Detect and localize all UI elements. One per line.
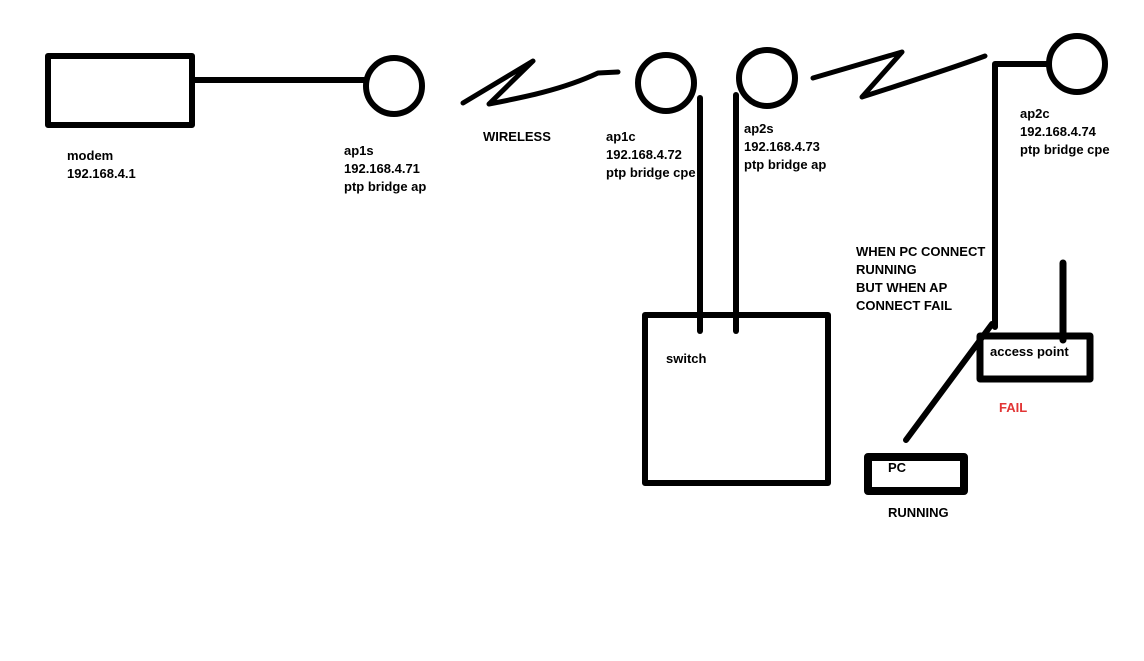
wireless-link-1-squiggle [460, 58, 621, 107]
ap2c-name: ap2c [1020, 106, 1050, 121]
pc-box [864, 453, 968, 495]
modem-name: modem [67, 148, 114, 163]
wireless-link-2-squiggle [810, 49, 988, 100]
ap1s-name: ap1s [344, 143, 374, 158]
note-line-1: WHEN PC CONNECT [856, 244, 986, 259]
access-point-status: FAIL [999, 400, 1028, 415]
ap2s-mode: ptp bridge ap [744, 157, 827, 172]
modem-ip: 192.168.4.1 [67, 166, 136, 181]
modem-box [45, 53, 195, 128]
ap1c-node-circle [635, 52, 697, 114]
access-point-label: access point [990, 344, 1069, 359]
ap1c-label: ap1c 192.168.4.72 ptp bridge cpe [606, 128, 696, 182]
ap2c-label: ap2c 192.168.4.74 ptp bridge cpe [1020, 105, 1110, 159]
access-point-box [976, 332, 1094, 383]
ap1s-ip: 192.168.4.71 [344, 161, 420, 176]
ap1s-node-circle [363, 55, 425, 117]
switch-box [642, 312, 831, 486]
ap2s-ip: 192.168.4.73 [744, 139, 820, 154]
ap2c-mode: ptp bridge cpe [1020, 142, 1110, 157]
wireless-label: WIRELESS [483, 129, 551, 144]
modem-label: modem 192.168.4.1 [67, 147, 136, 183]
ap1s-mode: ptp bridge ap [344, 179, 427, 194]
ap2c-ip: 192.168.4.74 [1020, 124, 1096, 139]
ap1c-name: ap1c [606, 129, 636, 144]
pc-label: PC [888, 460, 907, 475]
note-line-4: CONNECT FAIL [856, 298, 953, 313]
ap2s-node-circle [736, 47, 798, 109]
ap1c-mode: ptp bridge cpe [606, 165, 696, 180]
switch-label: switch [666, 351, 707, 366]
ap2s-name: ap2s [744, 121, 774, 136]
ap1c-ip: 192.168.4.72 [606, 147, 682, 162]
ap2s-label: ap2s 192.168.4.73 ptp bridge ap [744, 120, 826, 174]
note-line-3: BUT WHEN AP [856, 280, 948, 295]
ap2c-drop-cable [992, 61, 1051, 330]
ap1s-label: ap1s 192.168.4.71 ptp bridge ap [344, 142, 426, 196]
ap2c-node-circle [1046, 33, 1108, 95]
note-line-2: RUNNING [856, 262, 917, 277]
pc-status: RUNNING [888, 505, 949, 520]
note-text: WHEN PC CONNECT RUNNING BUT WHEN AP CONN… [856, 243, 985, 315]
